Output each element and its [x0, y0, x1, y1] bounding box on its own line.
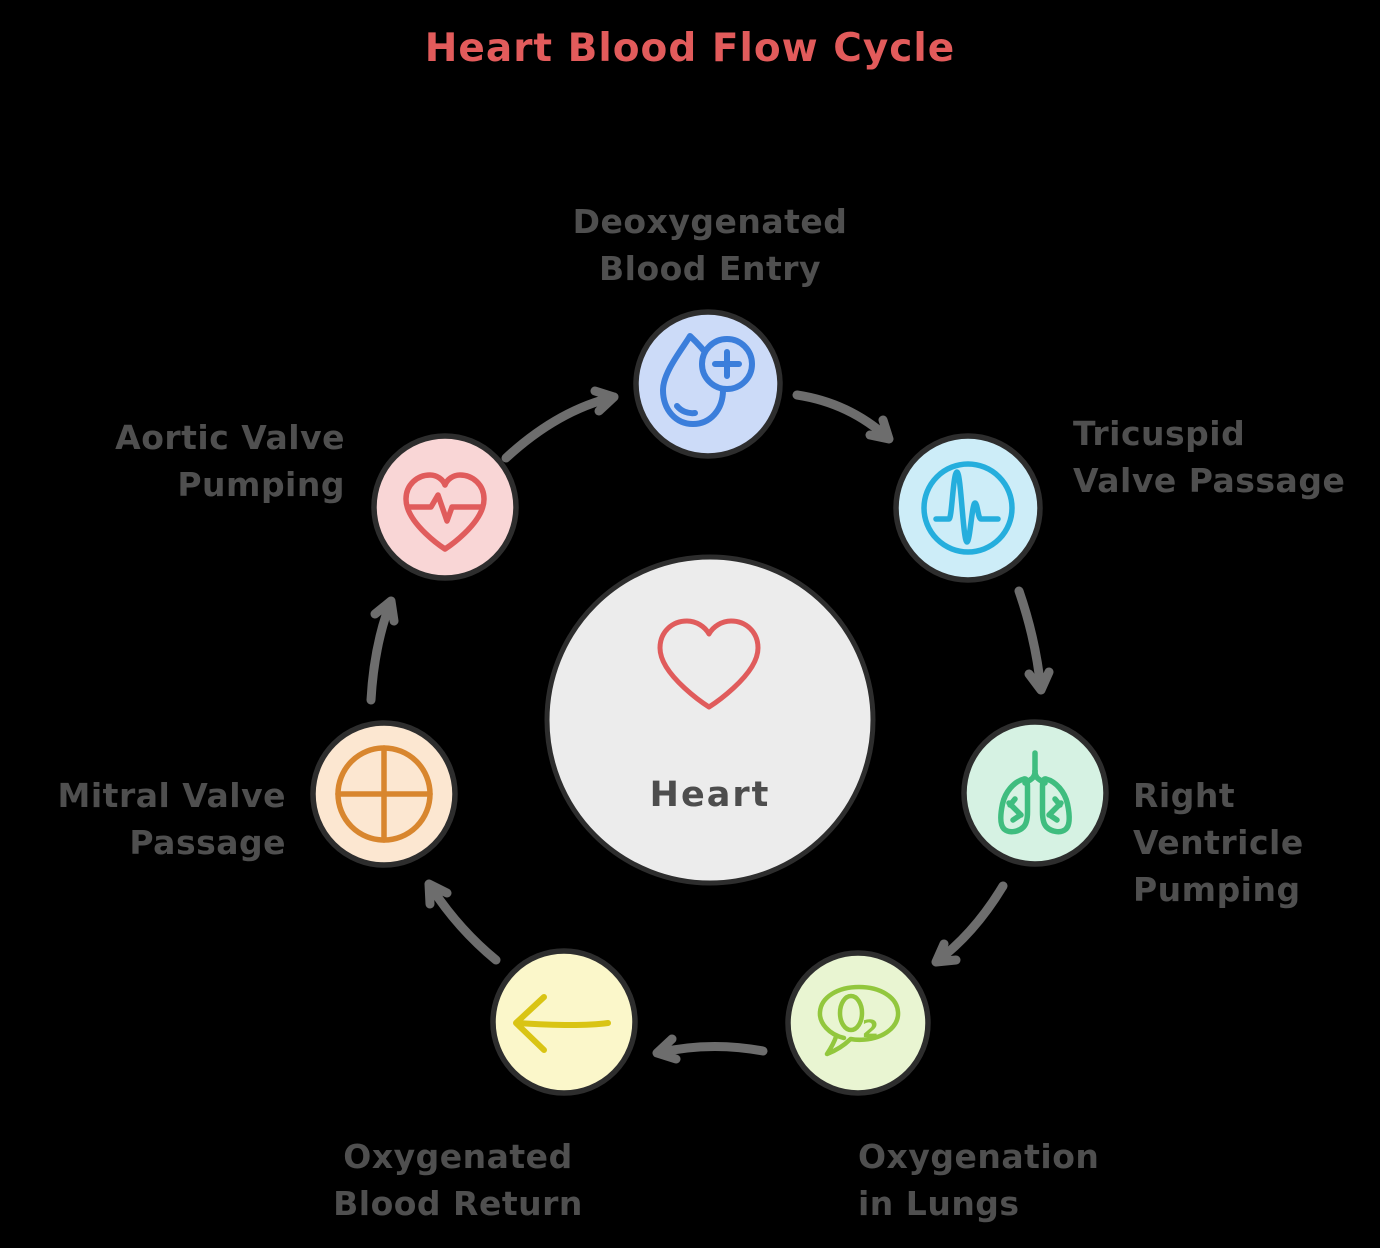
label-line: in Lungs	[858, 1184, 1020, 1223]
flow-arrows	[366, 386, 1054, 1064]
label-right-ventricle-pumping: Right Ventricle Pumping	[1133, 772, 1373, 913]
label-line: Deoxygenated	[572, 202, 848, 241]
diagram-title: Heart Blood Flow Cycle	[424, 26, 956, 71]
label-line: Blood Return	[333, 1184, 583, 1223]
arrow-tricuspid-to-ventricle	[1014, 586, 1054, 695]
label-oxygenation-in-lungs: Oxygenation in Lungs	[858, 1133, 1178, 1227]
label-line: Passage	[129, 823, 286, 862]
label-line: Pumping	[1133, 870, 1301, 909]
node-deoxygenated-blood-entry	[633, 309, 783, 459]
center-node	[544, 554, 876, 886]
label-oxygenated-blood-return: Oxygenated Blood Return	[308, 1133, 608, 1227]
arrow-oxygenation-to-return	[652, 1034, 768, 1064]
label-line: Valve Passage	[1073, 461, 1346, 500]
label-line: Blood Entry	[598, 249, 821, 288]
arrow-return-to-mitral	[424, 879, 501, 965]
circle-cross-icon	[335, 745, 433, 843]
arrow-aortic-to-entry	[501, 386, 619, 463]
lungs-icon	[998, 750, 1072, 835]
arrow-mitral-to-aortic	[366, 596, 399, 705]
heart-pulse-icon	[403, 472, 487, 552]
droplet-plus-icon	[660, 333, 755, 427]
node-tricuspid-valve-passage	[893, 433, 1043, 583]
label-tricuspid-valve-passage: Tricuspid Valve Passage	[1073, 410, 1373, 504]
label-line: Ventricle	[1133, 823, 1304, 862]
label-line: Right	[1133, 776, 1236, 815]
label-line: Oxygenated	[343, 1137, 573, 1176]
center-node-label: Heart	[649, 775, 771, 815]
node-right-ventricle-pumping	[961, 719, 1109, 867]
label-line: Pumping	[177, 465, 345, 504]
o2-subscript: 2	[862, 1015, 879, 1043]
label-line: Aortic Valve	[115, 418, 345, 457]
arrow-entry-to-tricuspid	[792, 390, 894, 444]
arrow-left-icon	[513, 994, 611, 1053]
label-mitral-valve-passage: Mitral Valve Passage	[0, 772, 286, 866]
label-line: Oxygenation	[858, 1137, 1100, 1176]
o2-bubble-icon: 2	[817, 984, 901, 1057]
node-oxygenated-blood-return	[490, 948, 638, 1096]
node-aortic-valve-pumping	[371, 433, 519, 581]
node-oxygenation-in-lungs: 2	[785, 950, 931, 1096]
label-deoxygenated-blood-entry: Deoxygenated Blood Entry	[410, 198, 1010, 292]
node-mitral-valve-passage	[310, 720, 458, 868]
label-aortic-valve-pumping: Aortic Valve Pumping	[40, 414, 345, 508]
pulse-circle-icon	[921, 461, 1015, 555]
label-line: Mitral Valve	[57, 776, 286, 815]
heart-outline-icon	[657, 618, 761, 710]
arrow-ventricle-to-oxygenation	[931, 881, 1008, 967]
label-line: Tricuspid	[1073, 414, 1246, 453]
